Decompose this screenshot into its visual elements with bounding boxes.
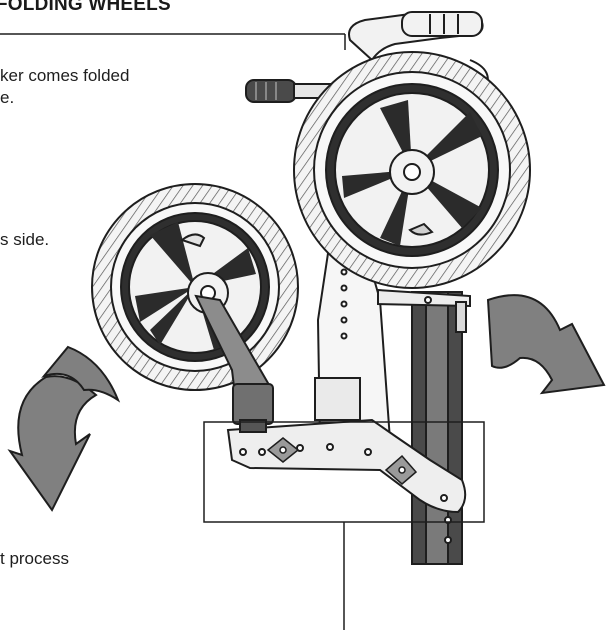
tri-knob bbox=[266, 437, 418, 485]
instruction-text-line-1: ker comes folded bbox=[0, 66, 130, 85]
left-caster-fork bbox=[194, 294, 274, 433]
right-wheel bbox=[293, 51, 531, 289]
rotate-arrow-right bbox=[486, 294, 606, 395]
instruction-text-line-2: e. bbox=[0, 88, 15, 107]
handle-grip bbox=[348, 11, 489, 93]
frame-right-leg bbox=[377, 288, 471, 565]
instruction-text-line-4: t process bbox=[0, 549, 69, 568]
instruction-text-line-3: s side. bbox=[0, 230, 50, 249]
left-wheel bbox=[91, 183, 299, 391]
section-heading: FOLDING WHEELS bbox=[0, 0, 171, 15]
rotate-arrow-left bbox=[7, 375, 98, 512]
